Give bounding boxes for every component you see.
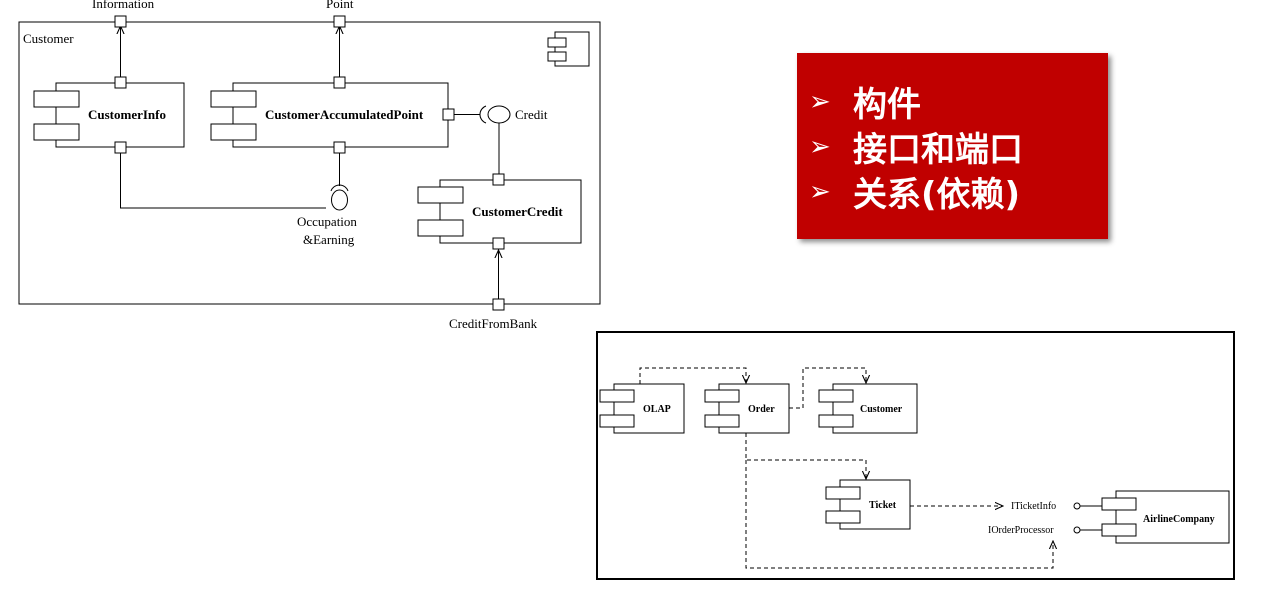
earning-label: &Earning (303, 232, 355, 247)
point-port-lower (333, 141, 346, 154)
credit-label: Credit (515, 107, 548, 122)
olap-component: OLAP (599, 383, 685, 434)
airline-component-diagram: OLAP Order Customer Ticket A (596, 331, 1235, 580)
order-iorderprocessor-dependency (745, 460, 1053, 569)
arrow-bullet-icon: ➢ (809, 131, 831, 162)
arrow-bullet-icon: ➢ (809, 176, 831, 207)
olap-order-dependency (639, 367, 746, 384)
occupation-earning-interface: Occupation &Earning (114, 141, 357, 247)
callout-item-label: 构件 (853, 85, 921, 125)
point-label: Point (326, 0, 354, 11)
arrow-bullet-icon: ➢ (809, 86, 831, 117)
occupation-label: Occupation (297, 214, 357, 229)
callout-item: ➢ 构件 (809, 79, 1108, 125)
credit-from-bank-label: CreditFromBank (449, 316, 538, 331)
callout-item-label: 接口和端口 (853, 130, 1023, 170)
callout-item: ➢ 关系(依赖) (809, 169, 1108, 215)
callout-item-label: 关系(依赖) (853, 175, 1021, 215)
airline-company-label: AirlineCompany (1143, 514, 1215, 525)
iticketinfo-lollipop: ITicketInfo (1011, 501, 1102, 512)
iticketinfo-label: ITicketInfo (1011, 501, 1056, 512)
customer-label: Customer (860, 404, 903, 415)
callout-item: ➢ 接口和端口 (809, 124, 1108, 170)
point-port (333, 15, 346, 28)
order-label: Order (748, 404, 775, 415)
information-port (114, 15, 127, 28)
order-ticket-dependency (745, 433, 866, 479)
customer-component: Customer (818, 383, 918, 434)
order-component: Order (704, 383, 790, 434)
information-interface: Information (92, 0, 155, 89)
iorderprocessor-label: IOrderProcessor (988, 525, 1054, 536)
credit-port-bottom (492, 173, 505, 186)
credit-bottom-port (492, 237, 505, 250)
credit-port (442, 108, 455, 121)
iorderprocessor-lollipop: IOrderProcessor (988, 525, 1102, 536)
order-customer-dependency (789, 367, 866, 409)
customer-info-component: CustomerInfo (33, 82, 185, 148)
customer-credit-label: CustomerCredit (472, 204, 563, 219)
dependency-lines (639, 367, 1053, 569)
customer-container-label: Customer (23, 31, 74, 46)
customer-component-diagram: Customer CustomerInfo CustomerAccumulate… (18, 0, 601, 331)
component-stereotype-icon (547, 31, 590, 67)
point-port-bottom (333, 76, 346, 89)
ticket-component: Ticket (825, 479, 911, 530)
callout-box: ➢ 构件 ➢ 接口和端口 ➢ 关系(依赖) (797, 53, 1108, 239)
olap-label: OLAP (643, 404, 671, 415)
credit-from-bank-interface: CreditFromBank (449, 237, 538, 331)
customer-accumulated-point-label: CustomerAccumulatedPoint (265, 107, 424, 122)
credit-from-bank-port (492, 298, 505, 311)
customer-credit-component: CustomerCredit (417, 179, 582, 244)
customer-container (18, 21, 601, 305)
credit-interface: Credit (442, 105, 548, 186)
airline-company-component: AirlineCompany (1101, 490, 1230, 544)
information-label: Information (92, 0, 155, 11)
ticket-label: Ticket (869, 500, 897, 511)
customer-accumulated-point-component: CustomerAccumulatedPoint (210, 82, 449, 148)
info-port-bottom (114, 76, 127, 89)
point-interface: Point (326, 0, 354, 89)
customer-info-label: CustomerInfo (88, 107, 166, 122)
info-port-lower (114, 141, 127, 154)
